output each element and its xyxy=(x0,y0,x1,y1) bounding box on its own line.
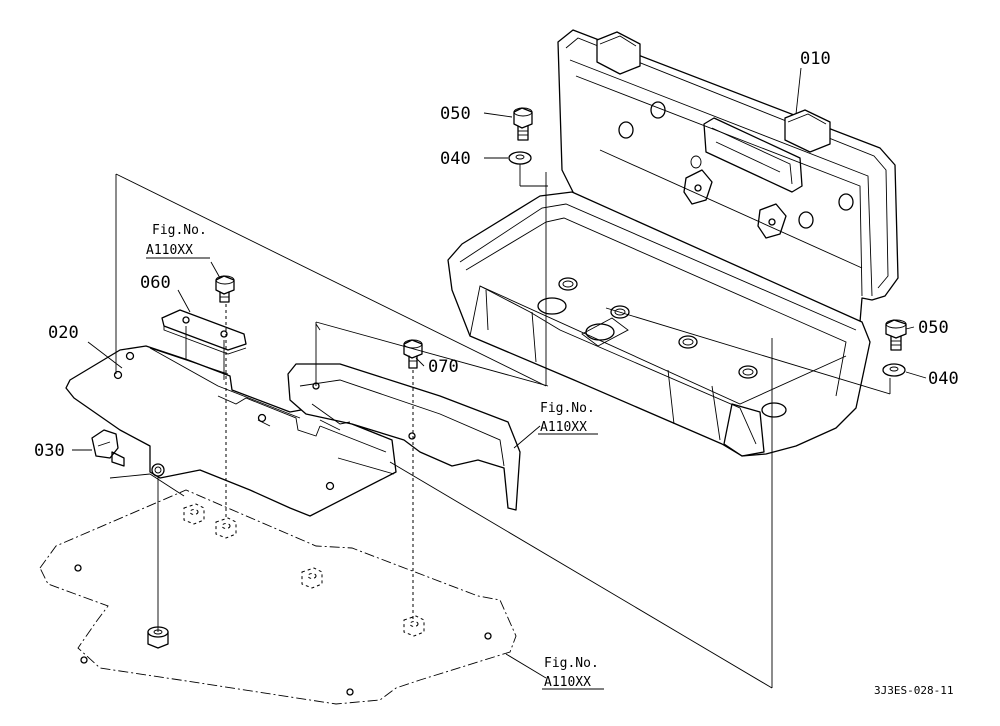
fig-ref-2-line2: A110XX xyxy=(540,420,587,435)
label-060: 060 xyxy=(140,273,171,293)
bolt-070 xyxy=(403,339,423,369)
assembly-lines xyxy=(109,164,891,689)
label-030: 030 xyxy=(34,441,65,461)
bolt-050-upper xyxy=(513,107,533,141)
cover-panel xyxy=(287,363,521,511)
fig-ref-1-line1: Fig.No. xyxy=(152,223,207,238)
fig-ref-3-line1: Fig.No. xyxy=(544,656,599,671)
fig-ref-1-line2: A110XX xyxy=(146,243,193,258)
label-020: 020 xyxy=(48,323,79,343)
fig-ref-2-line1: Fig.No. xyxy=(540,401,595,416)
label-050-right: 050 xyxy=(918,318,949,338)
wing-knob-030 xyxy=(91,429,125,467)
bracket-plate xyxy=(65,345,397,517)
base-panel xyxy=(39,489,517,705)
tool-box-lid xyxy=(557,29,899,323)
label-070: 070 xyxy=(428,357,459,377)
washer-040-upper xyxy=(508,151,532,165)
tool-box xyxy=(447,29,899,457)
figure-references: Fig.No. A110XX Fig.No. A110XX Fig.No. A1… xyxy=(146,223,604,690)
leader-lines xyxy=(72,67,927,679)
washer-040-right xyxy=(882,363,906,377)
nut xyxy=(301,567,323,589)
nut xyxy=(403,615,425,637)
drawing-code: 3J3ES-028-11 xyxy=(874,684,953,697)
bracket-plate-060 xyxy=(161,309,247,355)
bolt-050-right xyxy=(885,319,907,351)
label-040-upper: 040 xyxy=(440,149,471,169)
fig-ref-3-line2: A110XX xyxy=(544,675,591,690)
bolt-060-fastener xyxy=(215,275,235,303)
label-050-upper: 050 xyxy=(440,104,471,124)
nut xyxy=(215,517,237,539)
part-labels: 010 050 040 050 040 070 060 020 030 xyxy=(34,49,959,461)
label-040-right: 040 xyxy=(928,369,959,389)
label-010: 010 xyxy=(800,49,831,69)
nut xyxy=(183,503,205,525)
